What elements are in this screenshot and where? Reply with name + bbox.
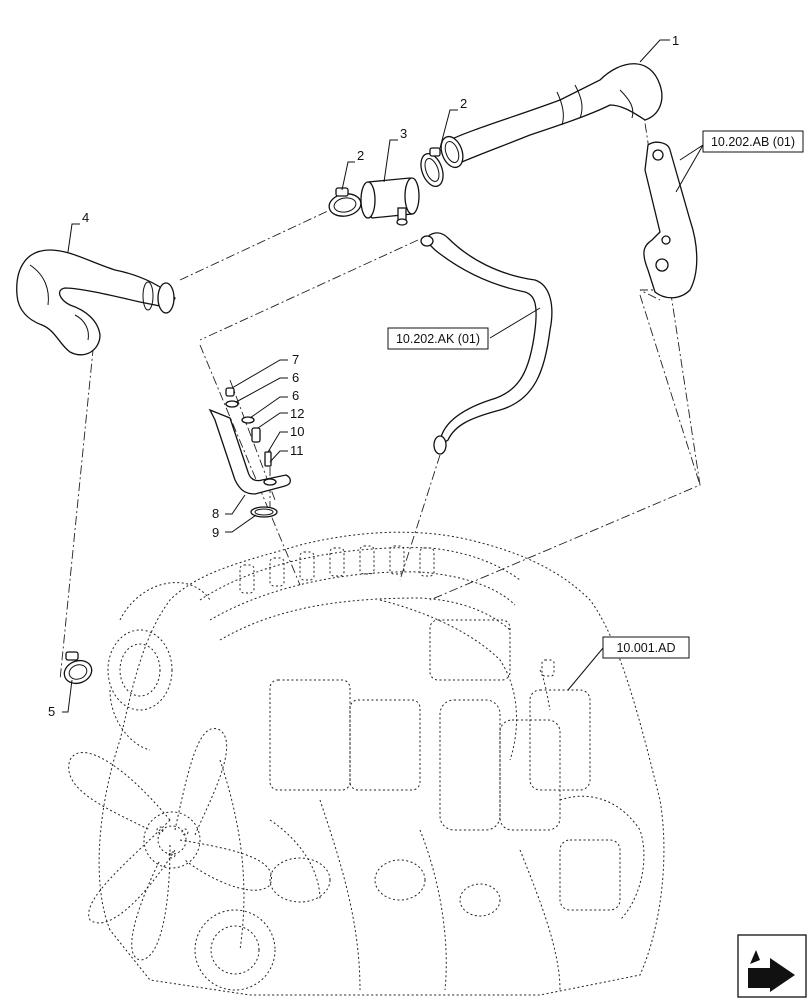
- callout-4: 4: [82, 210, 89, 225]
- next-page-arrow-icon[interactable]: [737, 934, 807, 998]
- reference-box-ak[interactable]: 10.202.AK (01): [387, 327, 489, 350]
- bleed-hose: [420, 232, 553, 455]
- hose-clamp-lower: [328, 187, 362, 217]
- callout-3: 3: [400, 126, 407, 141]
- callout-7: 7: [292, 352, 299, 367]
- reference-ab-label: 10.202.AB (01): [711, 135, 795, 149]
- callout-5: 5: [48, 704, 55, 719]
- hose-clamp-upper: [420, 147, 444, 187]
- o-ring: [250, 506, 278, 518]
- engine-assembly: [68, 531, 665, 996]
- mounting-bracket: [643, 141, 698, 299]
- hardware-stack: [225, 387, 272, 467]
- callout-12: 12: [290, 406, 304, 421]
- leader-lines: [62, 39, 704, 713]
- reference-box-ab[interactable]: 10.202.AB (01): [702, 130, 804, 153]
- reference-ad-label: 10.001.AD: [616, 641, 675, 655]
- callout-2-upper: 2: [460, 96, 467, 111]
- support-plate: [208, 408, 292, 495]
- callout-6-lower: 6: [292, 388, 299, 403]
- reference-ak-label: 10.202.AK (01): [396, 332, 480, 346]
- callout-8: 8: [212, 506, 219, 521]
- callout-2-lower: 2: [357, 148, 364, 163]
- hose-clamp-bottom: [63, 651, 93, 685]
- callout-1: 1: [672, 33, 679, 48]
- callout-9: 9: [212, 525, 219, 540]
- callout-10: 10: [290, 424, 304, 439]
- reference-box-ad[interactable]: 10.001.AD: [602, 636, 690, 659]
- callout-labels: 1 2 2 3 4 5 6 6 7 8 9 10 11 12: [48, 33, 679, 719]
- callout-11: 11: [290, 443, 304, 458]
- callout-6-upper: 6: [292, 370, 299, 385]
- assembly-centerlines: [59, 89, 701, 681]
- lower-radiator-hose: [16, 249, 176, 356]
- cooling-fan: [68, 728, 272, 961]
- upper-radiator-hose: [440, 63, 663, 169]
- tee-connector: [360, 177, 420, 226]
